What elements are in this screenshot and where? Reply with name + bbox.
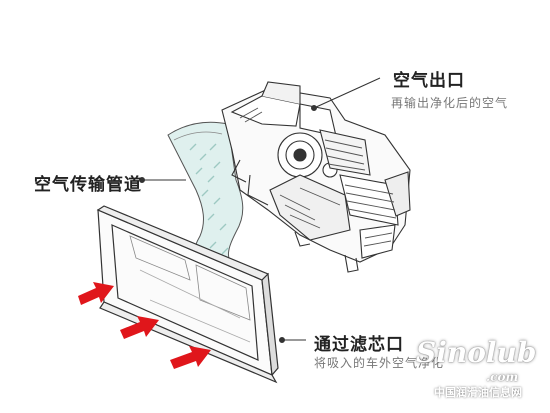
dot-icon: [139, 177, 145, 183]
watermark-domain: .com: [486, 370, 519, 384]
arrow-right-icon: [120, 316, 159, 339]
watermark-brand: Sinolub: [416, 336, 537, 369]
dot-icon: [279, 337, 285, 343]
dot-icon: [311, 105, 317, 111]
filter-inlet-title: 通过滤芯口: [314, 335, 404, 355]
air-duct: [167, 121, 244, 283]
air-outlet-title: 空气出口: [393, 71, 465, 91]
air-outlet-subtitle: 再输出净化后的空气: [391, 96, 509, 110]
arrow-right-icon: [170, 346, 211, 369]
leader-lines: [139, 77, 381, 343]
hvac-unit: [221, 81, 411, 273]
air-duct-title: 空气传输管道: [34, 175, 142, 195]
arrow-right-icon: [78, 282, 114, 305]
filter-frame: [96, 205, 279, 384]
filter-inlet-subtitle: 将吸入的车外空气净化: [314, 356, 445, 370]
intake-arrows: [78, 282, 211, 369]
watermark-site-name: 中国润滑油信息网: [434, 386, 522, 399]
